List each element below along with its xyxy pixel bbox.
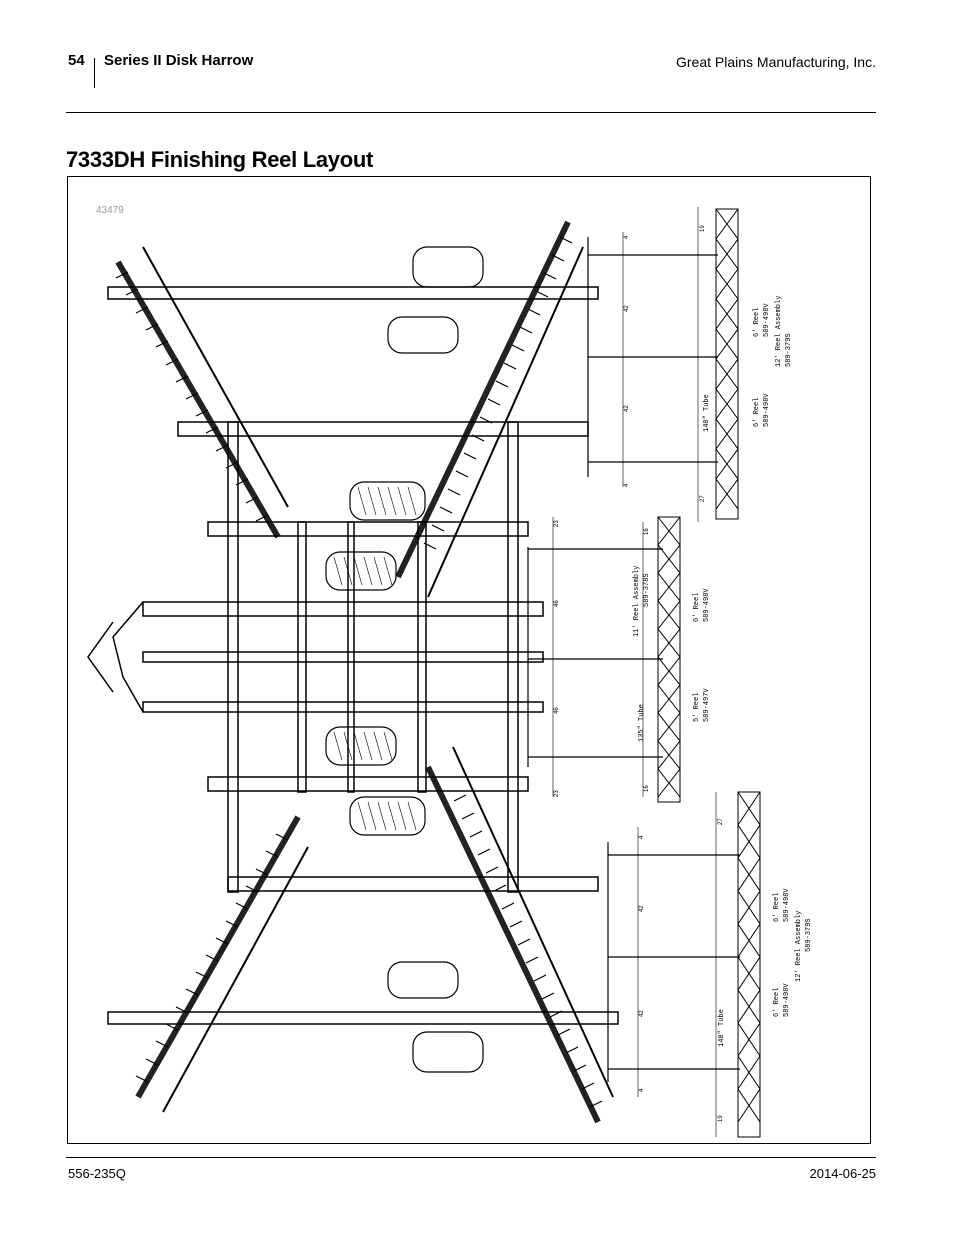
bottom-reel-b-label: 6' Reel [773, 988, 781, 1017]
figure-frame: 43479 [67, 176, 871, 1144]
wheel-tread [333, 486, 417, 831]
footer-rule [66, 1157, 876, 1158]
finishing-reels [657, 208, 761, 1138]
reel-arms [527, 237, 740, 1082]
mid-reel-b-part: 589-497V [703, 688, 711, 722]
bottom-reel-a-label: 6' Reel [773, 893, 781, 922]
transport-wheels [325, 246, 484, 1073]
mid-dim-3: 46 [554, 600, 560, 607]
top-dim-6: 27 [700, 495, 706, 502]
bottom-dim-2: 4 [639, 835, 645, 839]
bottom-assembly-label: 12' Reel Assembly [795, 911, 803, 982]
gang-bar-bottom-right [425, 746, 614, 1124]
mid-assembly-part: 589-378S [643, 573, 651, 607]
mid-assembly-label: 11' Reel Assembly [633, 566, 641, 637]
figure-id: 43479 [96, 205, 124, 216]
top-assembly-label: 12' Reel Assembly [775, 296, 783, 367]
middle-reel-labels: 11' Reel Assembly 589-378S 6' Reel 589-4… [554, 520, 711, 797]
bottom-reel-b-part: 589-498V [783, 983, 791, 1017]
mid-dim-2: 23 [554, 520, 560, 527]
mid-reel-b-label: 5' Reel [693, 693, 701, 722]
main-frame [87, 286, 619, 1025]
gang-bar-top-left [115, 246, 289, 539]
top-dim-3: 42 [624, 305, 630, 312]
bottom-reel-labels: 6' Reel 589-498V 12' Reel Assembly 589-3… [639, 818, 813, 1122]
header-divider [94, 58, 95, 88]
section-title: 7333DH Finishing Reel Layout [66, 147, 374, 172]
top-reel-a-label: 6' Reel [753, 308, 761, 337]
top-dim-1: 19 [700, 225, 706, 232]
mid-dim-6: 16 [644, 785, 650, 792]
manual-title: Series II Disk Harrow [104, 52, 254, 69]
bottom-dim-6: 19 [718, 1115, 724, 1122]
bottom-dim-4: 42 [639, 1010, 645, 1017]
dimension-lines [552, 207, 717, 1137]
mid-dim-5: 23 [554, 790, 560, 797]
bottom-dim-5: 4 [639, 1088, 645, 1092]
top-assembly-part: 589-379S [785, 333, 793, 367]
disc-blades [115, 236, 603, 1108]
top-reel-labels: 6' Reel 589-498V 12' Reel Assembly 589-3… [624, 225, 793, 502]
harrow-layout-drawing: 6' Reel 589-498V 12' Reel Assembly 589-3… [87, 207, 813, 1138]
mid-reel-a-label: 6' Reel [693, 593, 701, 622]
bottom-dim-1: 27 [718, 818, 724, 825]
publication-date: 2014-06-25 [809, 1166, 877, 1181]
mid-reel-a-part: 589-498V [703, 588, 711, 622]
top-dim-4: 42 [624, 405, 630, 412]
page-number: 54 [68, 52, 85, 69]
document-number: 556-235Q [68, 1166, 126, 1181]
bottom-tube-label: 148" Tube [718, 1009, 726, 1047]
company-name: Great Plains Manufacturing, Inc. [676, 54, 876, 70]
mid-dim-4: 46 [554, 707, 560, 714]
header-rule [66, 112, 876, 113]
top-reel-b-part: 589-498V [763, 393, 771, 427]
bottom-dim-3: 42 [639, 905, 645, 912]
top-dim-2: 4 [624, 235, 630, 239]
bottom-reel-a-part: 589-498V [783, 888, 791, 922]
top-tube-label: 148" Tube [703, 394, 711, 432]
top-reel-b-label: 6' Reel [753, 398, 761, 427]
top-reel-a-part: 589-498V [763, 303, 771, 337]
gang-bar-bottom-left [135, 815, 309, 1113]
mid-dim-1: 16 [644, 528, 650, 535]
mid-tube-label: 135" Tube [638, 704, 646, 742]
bottom-assembly-part: 589-379S [805, 918, 813, 952]
top-dim-5: 4 [624, 483, 630, 487]
